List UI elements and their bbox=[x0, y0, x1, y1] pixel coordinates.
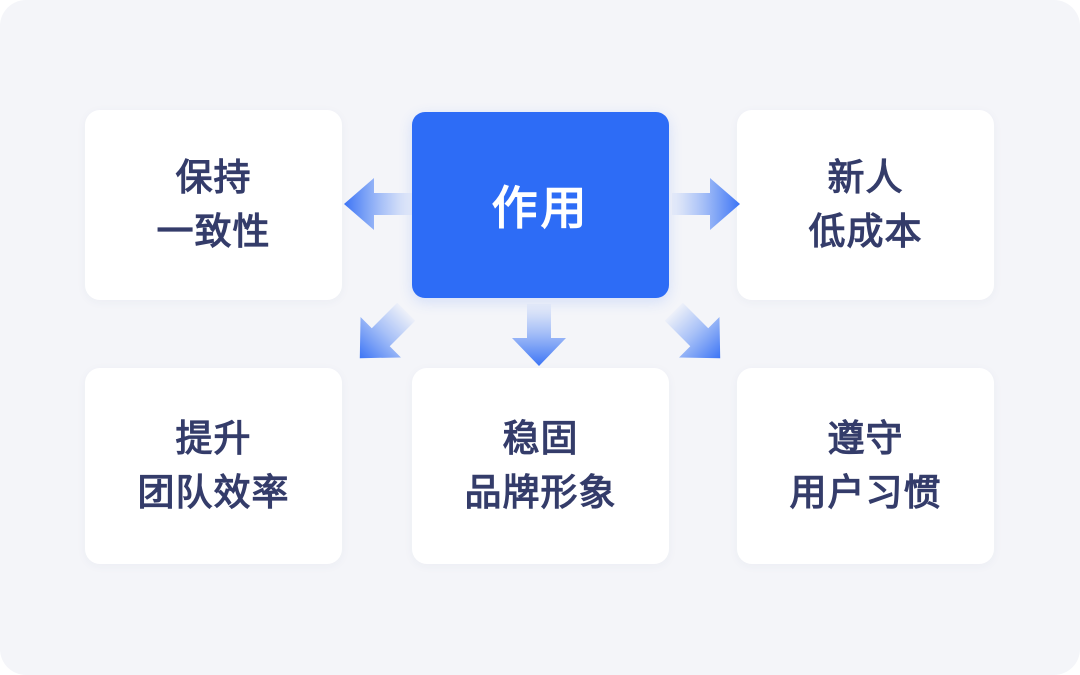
node-label-line1: 保持 bbox=[175, 156, 252, 198]
node-card-newcomer-low-cost[interactable]: 新人 低成本 bbox=[737, 110, 994, 300]
arrow-down-icon bbox=[505, 304, 573, 366]
node-label-line1: 遵守 bbox=[827, 417, 904, 459]
node-card-consistency[interactable]: 保持 一致性 bbox=[85, 110, 342, 300]
arrow-right-icon bbox=[672, 172, 740, 236]
node-label-line1: 新人 bbox=[827, 156, 904, 198]
node-card-user-habits[interactable]: 遵守 用户习惯 bbox=[737, 368, 994, 564]
node-label-line1: 稳固 bbox=[502, 417, 579, 459]
node-label-line2: 用户习惯 bbox=[789, 472, 942, 513]
arrow-down-right-icon bbox=[661, 300, 733, 370]
node-label-line1: 提升 bbox=[175, 417, 252, 459]
center-node-label: 作用 bbox=[491, 182, 590, 234]
center-node[interactable]: 作用 bbox=[412, 112, 669, 298]
node-card-team-efficiency[interactable]: 提升 团队效率 bbox=[85, 368, 342, 564]
arrow-down-left-icon bbox=[347, 300, 419, 370]
node-label-line2: 低成本 bbox=[808, 211, 923, 252]
node-label-line2: 品牌形象 bbox=[464, 472, 617, 513]
node-card-brand-image[interactable]: 稳固 品牌形象 bbox=[412, 368, 669, 564]
arrow-left-icon bbox=[344, 172, 412, 236]
node-label-line2: 一致性 bbox=[156, 211, 271, 252]
node-label-line2: 团队效率 bbox=[137, 472, 290, 513]
